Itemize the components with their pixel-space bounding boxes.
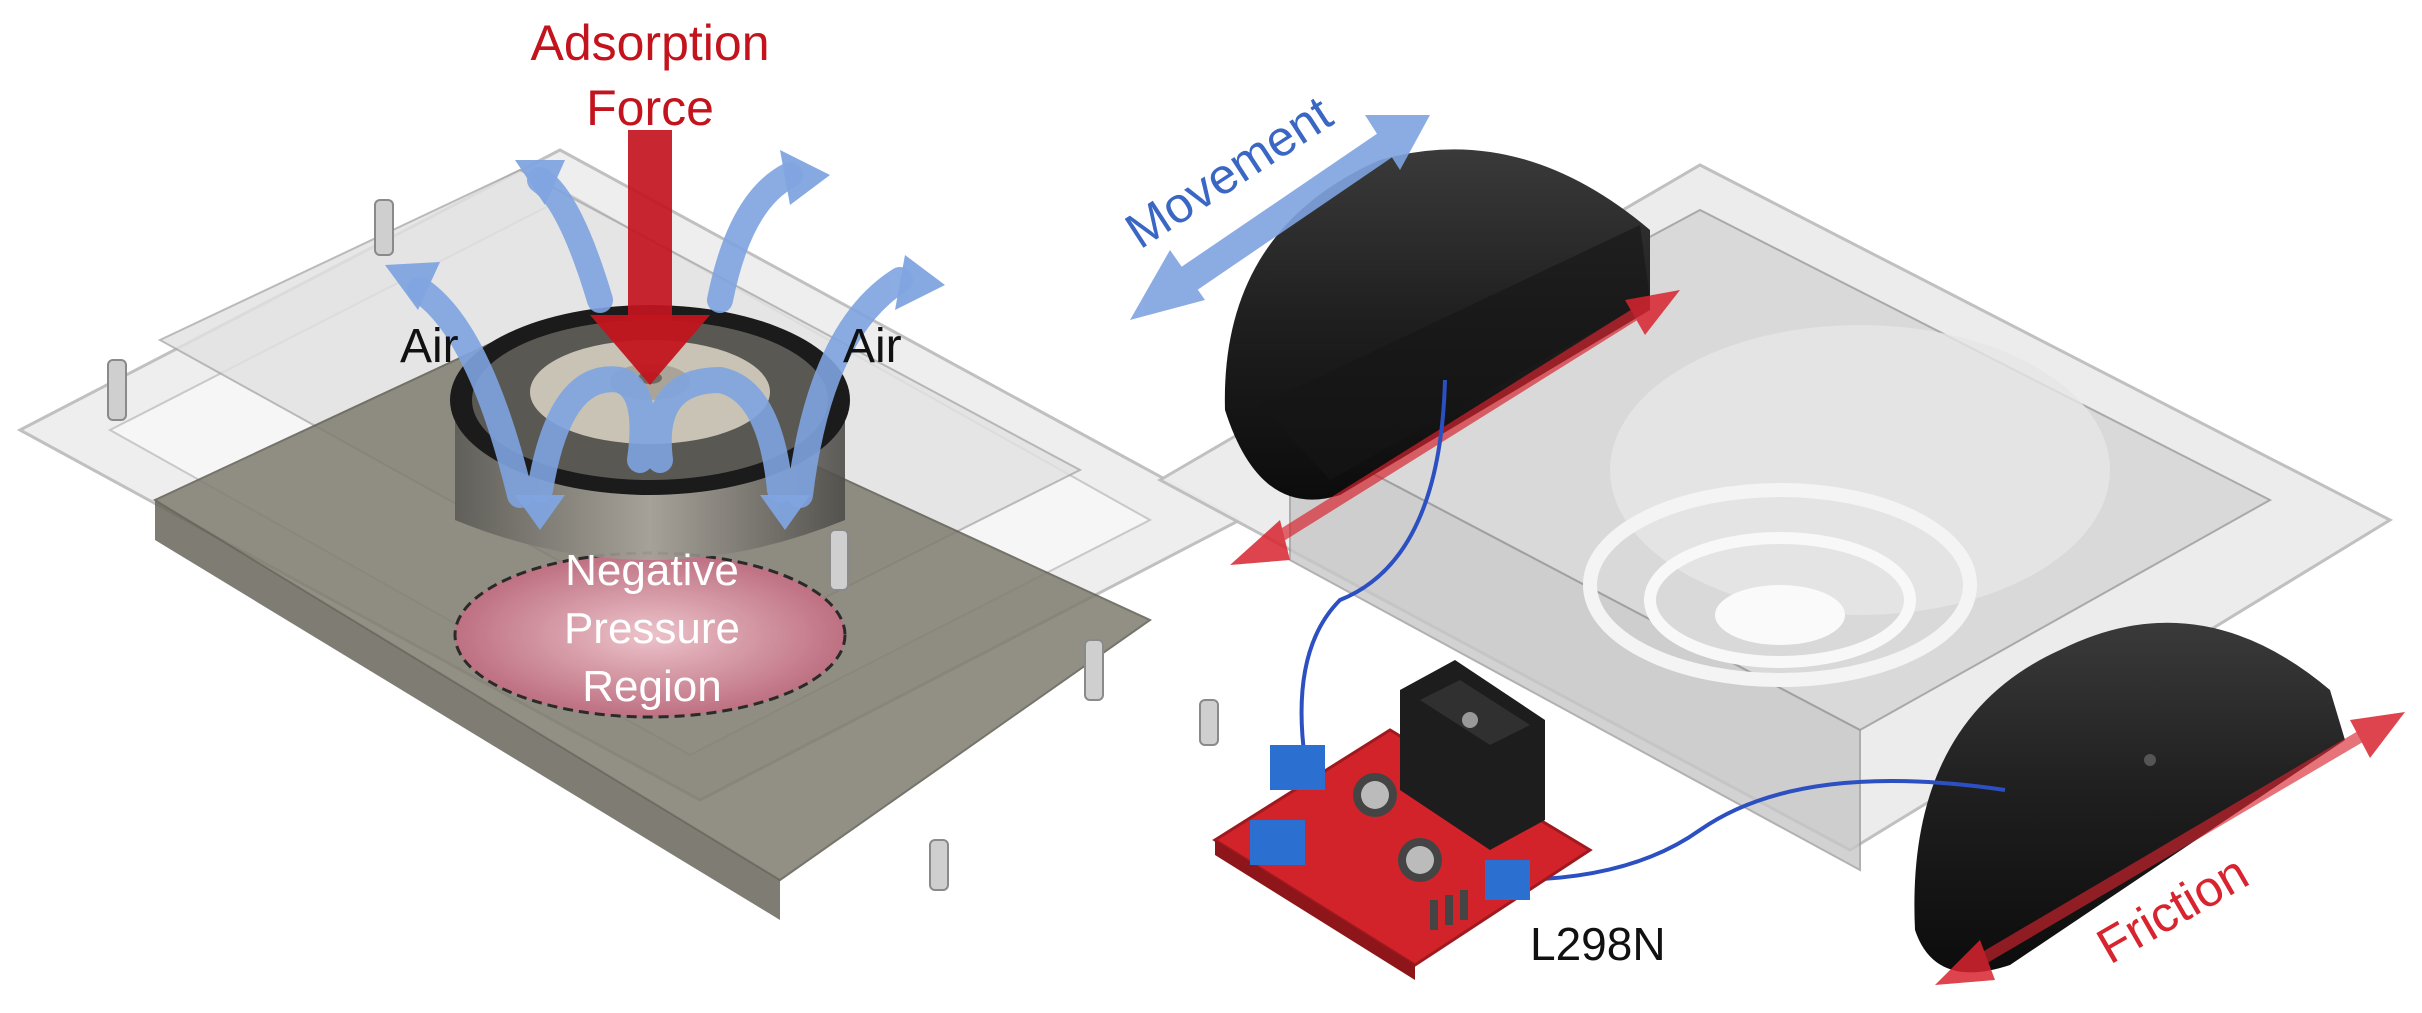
friction-arrow-top — [1230, 290, 1680, 565]
fan-housing-ring2 — [1644, 532, 1916, 668]
fan-housing-ring1 — [1583, 483, 1977, 687]
wire-left — [1299, 379, 1447, 761]
air-flow-arrows — [407, 162, 913, 508]
air-label-right: Air — [843, 320, 902, 373]
left-module: Adsorption Force Air Air Negative Pressu… — [16, 15, 1244, 920]
adsorption-force-arrow — [590, 130, 710, 385]
frame-posts — [107, 199, 1219, 891]
motor-driver-label: L298N — [1530, 918, 1666, 970]
base-plate-side — [155, 500, 780, 920]
negative-pressure-label-line2: Pressure — [564, 604, 740, 653]
motor-driver-board-icon — [1212, 379, 2006, 980]
adsorption-force-label-line2: Force — [586, 80, 714, 136]
movement-arrow — [1130, 115, 1430, 320]
friction-arrow-bottom — [1935, 712, 2405, 985]
adsorption-force-label-line1: Adsorption — [530, 15, 769, 71]
fan-housing-outer — [1610, 325, 2110, 615]
wheel-icon — [1224, 149, 1650, 500]
air-arrow-heads — [385, 150, 945, 530]
wire-right — [1509, 779, 2006, 882]
negative-pressure-label-line3: Region — [582, 662, 721, 711]
fan-housing-hub — [1715, 585, 1845, 645]
wheel-icon-bottom — [1914, 622, 2345, 973]
negative-pressure-label-line1: Negative — [565, 546, 739, 595]
air-label-left: Air — [400, 320, 459, 373]
